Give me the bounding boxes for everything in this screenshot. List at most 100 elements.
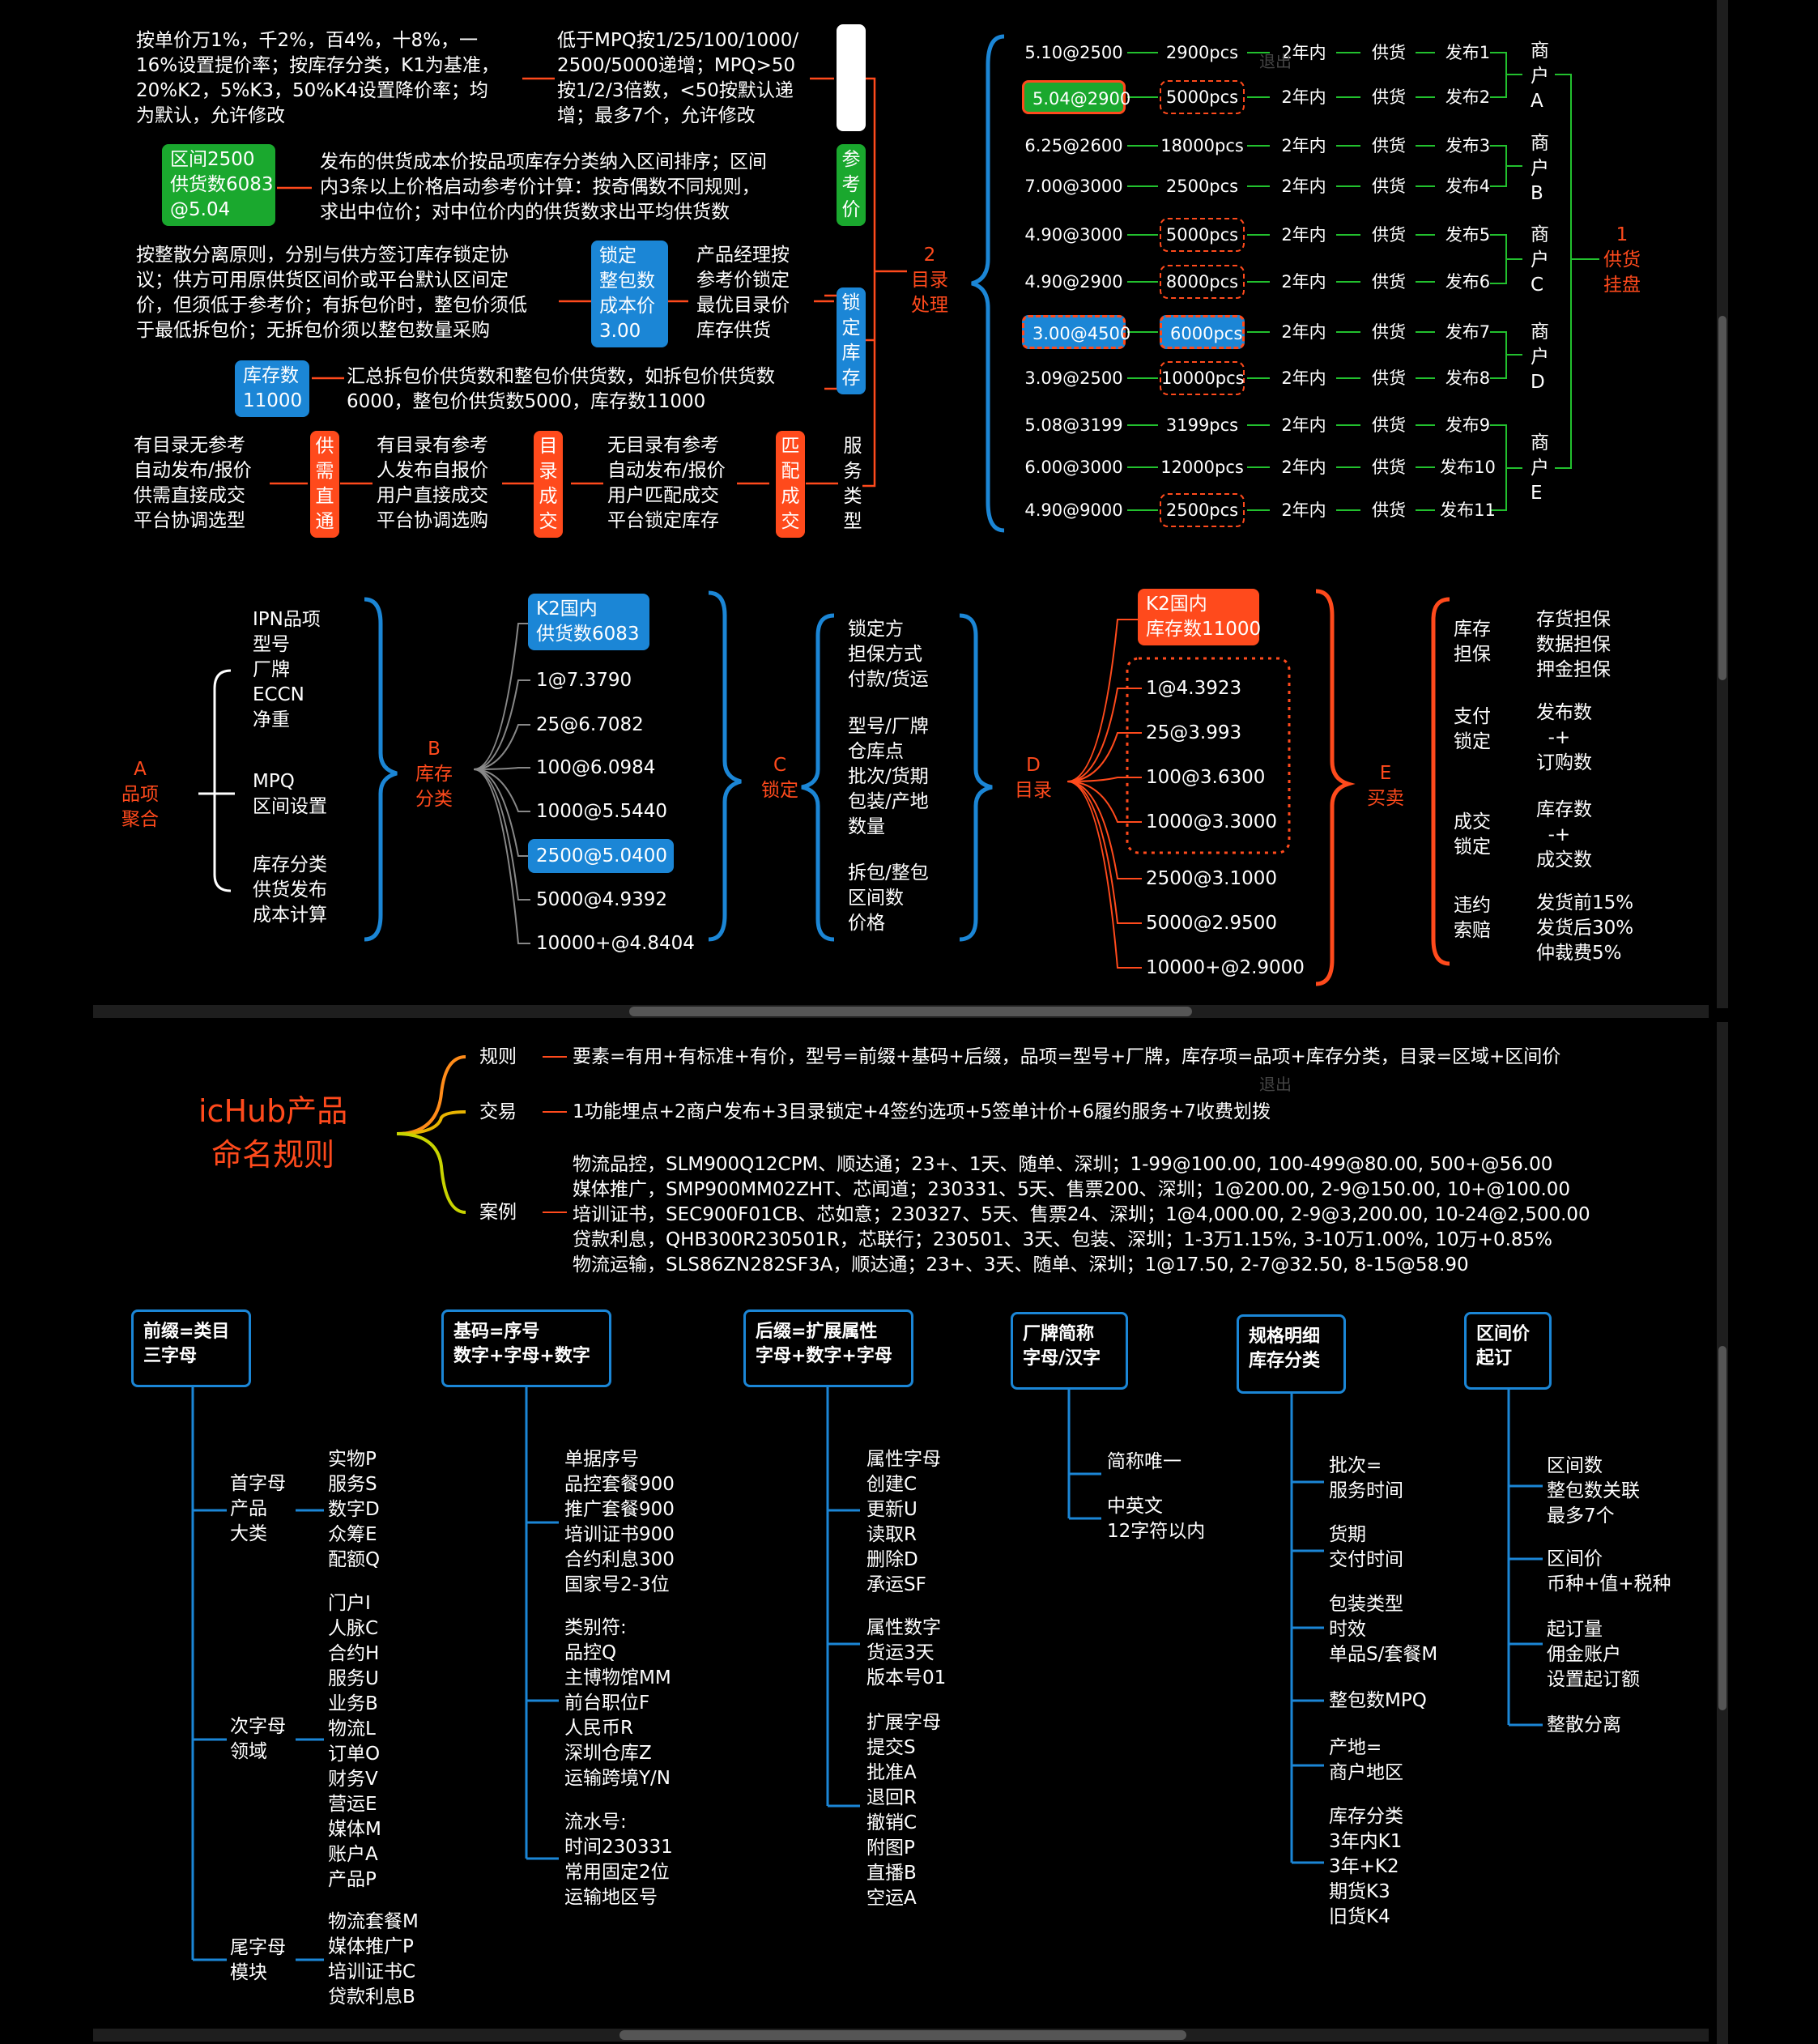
- tag-match-deal: 匹 配 成 交: [776, 431, 805, 538]
- row-price: 6.25@2600: [1024, 136, 1123, 155]
- row-price: 3.09@2500: [1024, 368, 1123, 388]
- c-item-model: 型号/厂牌 仓库点 批次/货期 包装/产地 数量: [848, 716, 929, 837]
- d-price-item: 10000+@2.9000: [1146, 957, 1305, 978]
- b-fan-line: [473, 623, 528, 770]
- d-price-item: 5000@2.9500: [1146, 913, 1278, 934]
- v-scrollbar-2[interactable]: [1717, 1022, 1728, 2044]
- e-group-label: 成交 锁定: [1454, 811, 1491, 858]
- tag-catalog-deal: 目 录 成 交: [534, 431, 563, 538]
- row-term: 2年内: [1281, 136, 1326, 155]
- h-scrollbar-1[interactable]: [93, 1005, 1709, 1018]
- a-item-ipn: IPN品项 型号 厂牌 ECCN 净重: [253, 609, 321, 730]
- e-group-items: 存货担保 数据担保 押金担保: [1536, 609, 1611, 680]
- service-match-desc: 无目录有参考 自动发布/报价 用户匹配成交 平台锁定库存: [607, 435, 726, 531]
- row-kind: 供货: [1372, 500, 1406, 520]
- row-price: 6.00@3000: [1024, 458, 1123, 477]
- merchant-c: 商 户 C: [1531, 224, 1549, 296]
- row-qty: 3199pcs: [1165, 415, 1239, 435]
- service-catalog-desc: 有目录有参考 人发布自报价 用户直接成交 平台协调选购: [377, 435, 488, 531]
- range-box: 区间价 起订: [1464, 1312, 1552, 1390]
- b-price-item: 1@7.3790: [536, 670, 632, 691]
- b-price-item: 25@6.7082: [536, 714, 644, 735]
- row-publish: 发布10: [1440, 458, 1496, 477]
- tag-direct-supply: 供 需 直 通: [310, 431, 339, 538]
- case-item: 物流运输，SLS86ZN282SF3A，顺达通；23+、3天、随单、深圳；1@1…: [573, 1254, 1469, 1275]
- spec-group-6: 库存分类 3年内K1 3年+K2 期货K3 旧货K4: [1329, 1806, 1403, 1927]
- row-kind: 供货: [1372, 272, 1406, 292]
- service-direct-desc: 有目录无参考 自动发布/报价 供需直接成交 平台协调选型: [134, 435, 252, 531]
- case-label: 案例: [479, 1202, 517, 1223]
- prefix-last-letter: 尾字母 模块: [230, 1937, 286, 1983]
- row-qty: 5000pcs: [1160, 218, 1245, 252]
- row-kind: 供货: [1372, 415, 1406, 435]
- b-fan-line: [473, 769, 530, 901]
- b-price-item: 1000@5.5440: [536, 801, 668, 822]
- row-term: 2年内: [1281, 225, 1326, 245]
- d-price-item: 100@3.6300: [1146, 767, 1266, 788]
- d-fan-line: [1067, 781, 1142, 924]
- reference-price-rule: 发布的供货成本价按品项库存分类纳入区间排序；区间 内3条以上价格启动参考价计算：…: [320, 151, 767, 223]
- spec-group-1: 批次= 服务时间: [1329, 1455, 1403, 1501]
- row-qty: 10000pcs: [1160, 361, 1245, 395]
- b-price-item: 2500@5.0400: [528, 839, 674, 873]
- row-publish: 发布9: [1445, 415, 1491, 435]
- row-qty: 12000pcs: [1160, 458, 1244, 477]
- row-term: 2年内: [1281, 322, 1326, 342]
- row-kind: 供货: [1372, 43, 1406, 62]
- base-group-3: 流水号: 时间230331 常用固定2位 运输地区号: [564, 1812, 673, 1908]
- spec-box: 规格明细 库存分类: [1237, 1314, 1346, 1394]
- base-group-2: 类别符: 品控Q 主博物馆MM 前台职位F 人民币R 深圳仓库Z 运输跨境Y/N: [564, 1617, 671, 1789]
- row-publish: 发布8: [1445, 368, 1491, 388]
- row-kind: 供货: [1372, 368, 1406, 388]
- d-price-item: 1@4.3923: [1146, 678, 1242, 699]
- e-group-label: 支付 锁定: [1454, 706, 1491, 752]
- v-scrollbar-1[interactable]: [1717, 0, 1728, 1008]
- row-price: 5.04@2900: [1022, 80, 1130, 114]
- node-a-aggregate: A 品项 聚合: [121, 759, 159, 830]
- row-price: 3.00@4500: [1022, 315, 1130, 349]
- range-group-3: 起订量 佣金账户 设置起订额: [1547, 1619, 1640, 1690]
- catalog-processing-node: 2 目录 处理: [911, 245, 948, 316]
- d-head-box: K2国内 库存数11000: [1138, 589, 1261, 645]
- prefix-box: 前缀=类目 三字母: [131, 1309, 251, 1387]
- h-scrollbar-2[interactable]: [93, 2029, 1709, 2042]
- row-qty: 6000pcs: [1160, 315, 1245, 349]
- row-price: 4.90@3000: [1024, 225, 1123, 245]
- row-kind: 供货: [1372, 136, 1406, 155]
- suffix-group-2: 属性数字 货运3天 版本号01: [866, 1617, 947, 1688]
- base-group-1: 单据序号 品控套餐900 推广套餐900 培训证书900 合约利息300 国家号…: [564, 1449, 675, 1595]
- row-publish: 发布3: [1445, 136, 1491, 155]
- merchant-d: 商 户 D: [1531, 322, 1549, 393]
- trade-label: 交易: [479, 1101, 517, 1122]
- prefix-second-letter: 次字母 领域: [230, 1716, 286, 1762]
- b-head-box: K2国内 供货数6083: [528, 594, 649, 650]
- exit-label[interactable]: 退出: [1259, 52, 1292, 71]
- b-price-item: 10000+@4.8404: [536, 933, 695, 954]
- d-fan-line: [1067, 619, 1138, 782]
- range-group-2: 区间价 币种+值+税种: [1547, 1548, 1671, 1595]
- stock-count-box: 库存数 11000: [235, 360, 309, 417]
- naming-title: icHub产品 命名规则: [198, 1093, 348, 1173]
- row-qty: 2500pcs: [1160, 493, 1245, 527]
- row-term: 2年内: [1281, 368, 1326, 388]
- service-type-label: 服 务 类 型: [843, 436, 862, 532]
- trade-text: 1功能埋点+2商户发布+3目录锁定+4签约选项+5签单计价+6履约服务+7收费划…: [573, 1101, 1271, 1122]
- row-term: 2年内: [1281, 177, 1326, 196]
- lock-agreement-rule: 按整散分离原则，分别与供方签订库存锁定协 议；供方可用原供货区间价或平台默认区间…: [136, 245, 527, 341]
- row-publish: 发布5: [1445, 225, 1491, 245]
- d-fan-line: [1067, 688, 1142, 782]
- spec-group-2: 货期 交付时间: [1329, 1524, 1403, 1570]
- row-kind: 供货: [1372, 177, 1406, 196]
- exit-label-2[interactable]: 退出: [1259, 1075, 1292, 1094]
- row-price: 5.08@3199: [1024, 415, 1123, 435]
- e-group-items: 发货前15% 发货后30% 仲裁费5%: [1536, 892, 1634, 964]
- e-group-label: 库存 担保: [1454, 619, 1491, 665]
- supply-listing-node: 1 供货 挂盘: [1603, 224, 1641, 296]
- b-fan-line: [473, 769, 530, 812]
- supply-interval-box: 区间2500 供货数6083 @5.04: [162, 144, 275, 226]
- row-term: 2年内: [1281, 500, 1326, 520]
- rule-label: 规则: [479, 1046, 517, 1067]
- stock-summary-rule: 汇总拆包价供货数和整包价供货数，如拆包价供货数 6000，整包价供货数5000，…: [347, 366, 775, 412]
- suffix-box: 后缀=扩展属性 字母+数字+字母: [743, 1309, 913, 1387]
- case-item: 培训证书，SEC900F01CB、芯如意；230327、5天、售票24、深圳；1…: [573, 1204, 1590, 1225]
